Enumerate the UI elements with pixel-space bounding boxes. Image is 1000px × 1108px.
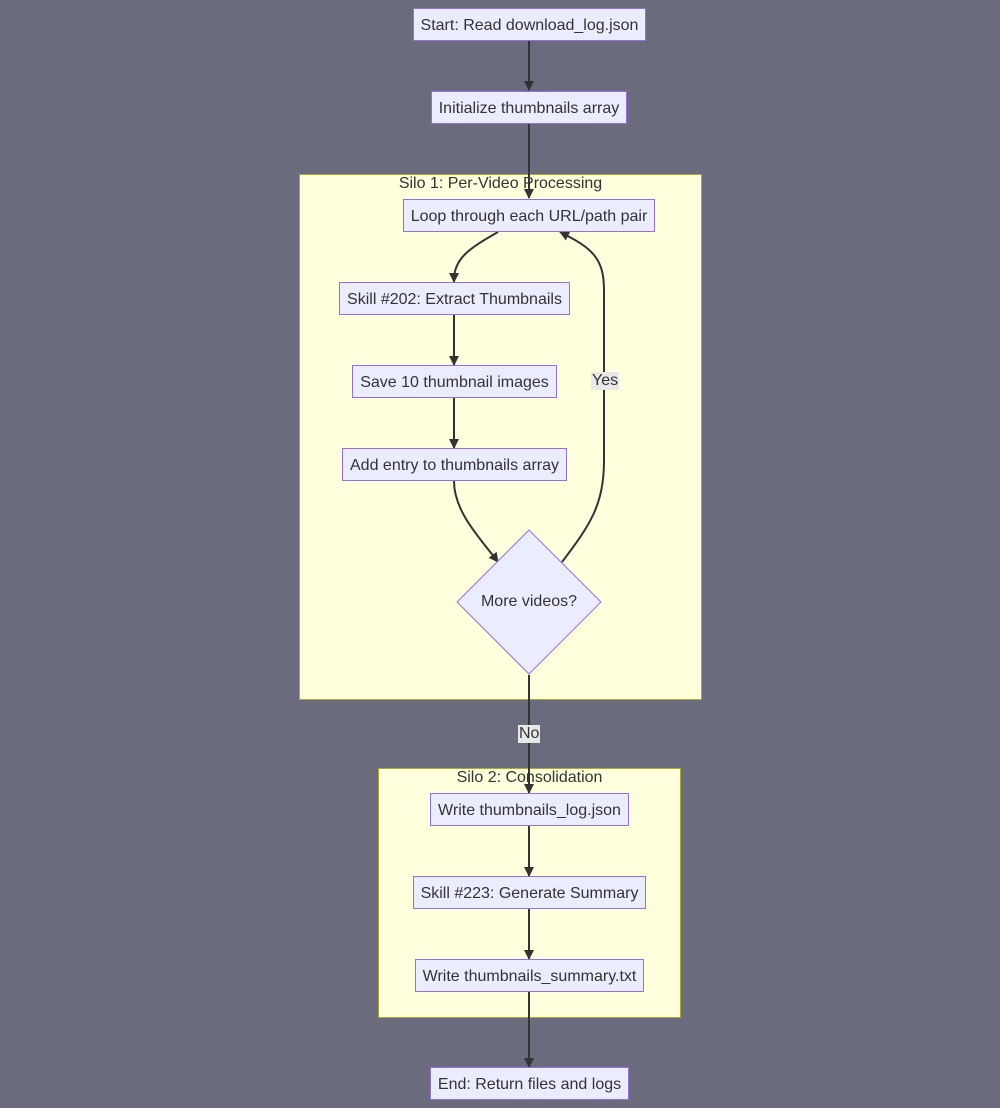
node-loop-url-path: Loop through each URL/path pair [403,199,655,232]
edge-loop-extract [449,231,499,283]
node-save-thumbnail-images: Save 10 thumbnail images [352,365,557,398]
node-add-entry: Add entry to thumbnails array [342,448,567,481]
node-generate-summary: Skill #223: Generate Summary [413,876,646,909]
node-start: Start: Read download_log.json [413,8,646,41]
node-extract-thumbnails: Skill #202: Extract Thumbnails [339,282,570,315]
silo-1-title: Silo 1: Per-Video Processing [398,175,603,192]
edge-decision-loop-yes [559,231,605,563]
node-write-thumbnails-log: Write thumbnails_log.json [430,793,629,826]
node-write-summary: Write thumbnails_summary.txt [415,959,644,992]
node-more-videos: More videos? [480,593,578,610]
edge-add-decision [453,480,499,563]
decision-diamond [456,529,602,675]
node-end: End: Return files and logs [430,1067,629,1100]
edge-label-no: No [518,725,541,743]
node-initialize-thumbnails: Initialize thumbnails array [431,91,627,124]
edge-label-yes: Yes [591,372,620,390]
